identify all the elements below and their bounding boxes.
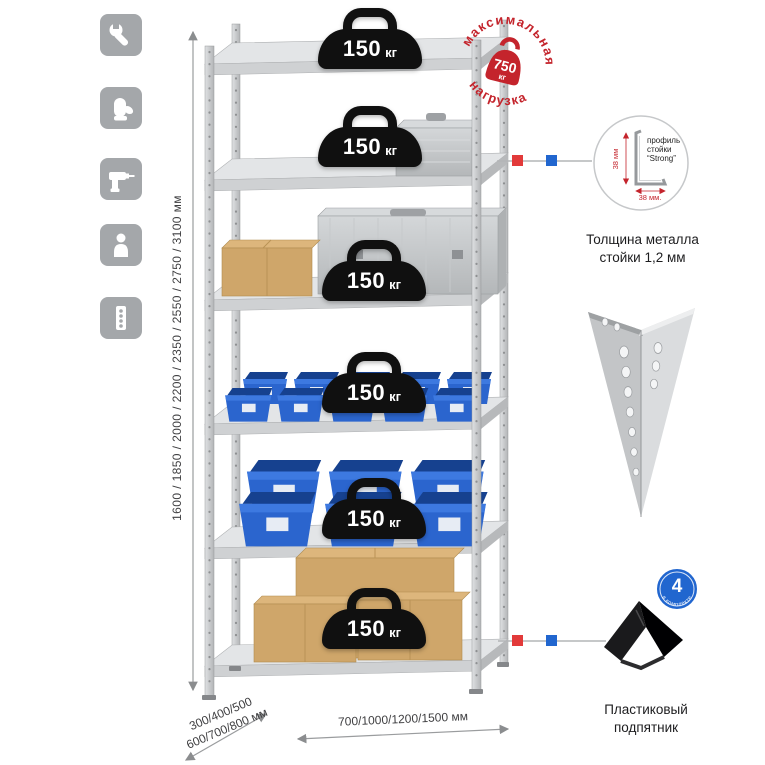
feature-tile-drill [100,158,142,200]
weight-handle-icon [347,478,401,504]
connector-square-blue-top [546,155,557,166]
wrench-icon [109,22,129,46]
upright-post-graphic [588,308,695,517]
stamp-weight-unit: кг [498,72,508,83]
feature-tile-tools [100,14,142,56]
connector-square-red-bottom [512,635,523,646]
shelf-load-badge-2: 150 кг [318,106,422,167]
connector-square-red-top [512,155,523,166]
person-height-icon [114,233,128,257]
shelf-load-badge-6: 150 кг [322,588,426,649]
weight-handle-icon [343,106,397,132]
connector-square-blue-bottom [546,635,557,646]
work-gloves-icon [114,98,134,121]
load-value: 150 [346,616,386,641]
drill-icon [109,172,135,192]
shelf-load-badge-3: 150 кг [322,240,426,301]
profile-label-1: профиль [647,136,680,145]
rack-post-front-left [204,45,215,698]
perforated-post-icon [116,306,126,330]
feature-tile-post [100,297,142,339]
load-unit: кг [389,624,402,640]
profile-label-3: “Strong” [647,154,676,163]
load-value: 150 [342,36,382,61]
stamp-weight-value: 750 [492,55,519,76]
shelf-load-badge-4: 150 кг [322,352,426,413]
metal-thickness-caption: Толщина металла стойки 1,2 мм [586,232,699,266]
cardboard-box-shelf3 [221,239,321,297]
kit-badge-value: 4 [672,576,683,597]
plastic-foot-caption: Пластиковый подпятник [604,702,688,736]
weight-handle-icon [343,8,397,34]
load-value: 150 [346,380,386,405]
shelf-load-badge-1: 150 кг [318,8,422,69]
load-unit: кг [389,514,402,530]
feature-tile-gloves [100,87,142,129]
weight-handle-icon [347,352,401,378]
profile-dim-vertical: 38 мм [611,149,620,170]
plastic-foot-graphic [604,601,683,671]
load-value: 150 [346,268,386,293]
profile-angle-drawing [634,129,668,186]
rack-post-back-left [231,23,241,669]
load-value: 150 [346,506,386,531]
load-unit: кг [389,276,402,292]
profile-dim-horizontal: 38 мм. [639,193,662,202]
height-dimension-label: 1600 / 1850 / 2000 / 2200 / 2350 / 2550 … [170,195,184,521]
load-unit: кг [389,388,402,404]
shelf-load-badge-5: 150 кг [322,478,426,539]
feature-tile-person [100,224,142,266]
rack-post-front-right [471,39,482,692]
profile-detail-circle: 38 мм 38 мм. профиль стойки “Strong” [593,115,689,211]
stamp-weight-icon [485,49,521,86]
dimension-arrows [184,30,510,761]
rack-post-back-right [499,19,509,665]
callout-connectors [497,155,606,646]
load-unit: кг [385,44,398,60]
weight-handle-icon [347,588,401,614]
weight-handle-icon [347,240,401,266]
load-unit: кг [385,142,398,158]
load-value: 150 [342,134,382,159]
profile-label-2: стойки [647,145,671,154]
kit-count-badge: в комплекте 4 [655,567,699,611]
